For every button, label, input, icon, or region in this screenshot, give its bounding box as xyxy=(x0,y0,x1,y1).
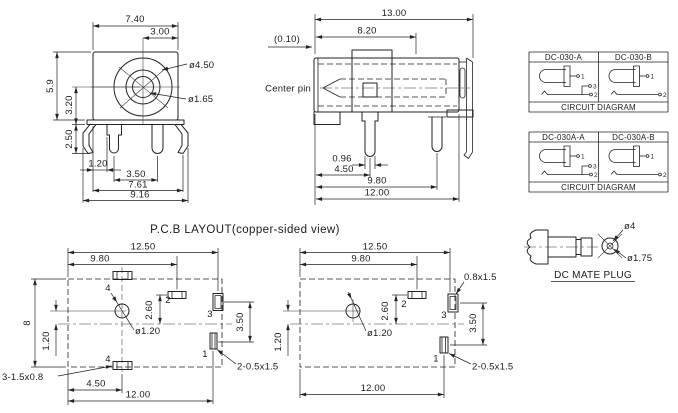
label-barrel-dia: ø4.50 xyxy=(189,60,214,71)
pcbL-hole-dia: ø1.20 xyxy=(135,326,160,337)
pcbL-slot-top-label: 4 xyxy=(105,283,110,294)
dim-side-pin-width: 0.96 xyxy=(332,154,351,165)
dim-side-lip: (0.10) xyxy=(274,34,300,45)
pcbL-dim-pads-y: 3.50 xyxy=(235,312,246,331)
pcbR-dim-pads-y: 3.50 xyxy=(468,313,479,332)
table1-b-pin2: 2 xyxy=(663,92,667,99)
pcbR-pad3-label: 3 xyxy=(441,310,446,321)
table2-caption: CIRCUIT DIAGRAM xyxy=(561,183,636,192)
dim-front-center-height: 3.20 xyxy=(64,95,75,114)
table1-b-pin1: 1 xyxy=(651,74,655,81)
pcbL-dim-hole-y: 1.20 xyxy=(41,331,52,350)
dim-front-center-offset: 3.00 xyxy=(150,27,169,38)
table2-a-pin1: 1 xyxy=(581,154,585,161)
pcb-layout-right: 2 3 1 ø1.20 12.50 9.80 0.8x1.5 2.60 1.20… xyxy=(273,242,513,398)
pcbL-dim-pad2-x: 9.80 xyxy=(90,254,109,265)
table2-col-a: DC-030A-A xyxy=(542,133,585,142)
pcbL-slots-note: 3-1.5x0.8 xyxy=(2,372,43,383)
circuit-table-2: DC-030A-A DC-030A-B CIRCUIT DIAGRAM 1 3 … xyxy=(528,131,669,193)
dim-plug-pin-dia: ø1.75 xyxy=(627,253,652,264)
pcbL-pad1-label: 1 xyxy=(202,349,207,360)
dim-front-inner-span: 7.61 xyxy=(128,180,147,191)
pcbL-pads-note: 2-0.5x1.5 xyxy=(237,362,278,373)
label-pin-dia: ø1.65 xyxy=(188,94,213,105)
table2-a-pin2: 2 xyxy=(594,172,598,179)
table2-b-pin2: 2 xyxy=(663,172,667,179)
label-center-pin: Center pin xyxy=(265,84,311,95)
pcbR-dim-overall: 12.50 xyxy=(363,242,388,253)
table2-b-pin1: 1 xyxy=(651,154,655,161)
dim-front-pin-pitch: 3.50 xyxy=(126,169,145,180)
pcbR-dim-pad2-x: 9.80 xyxy=(351,254,370,265)
dim-front-outer-span: 9.16 xyxy=(130,190,149,201)
pcbL-slot-bottom-label: 4 xyxy=(105,354,110,365)
table1-a-pin2: 2 xyxy=(594,92,598,99)
dim-front-leg-height: 2.50 xyxy=(64,129,75,148)
pcbR-hole-dia: ø1.20 xyxy=(367,328,392,339)
dim-side-pin2: 9.80 xyxy=(367,176,386,187)
dim-side-pin3: 12.00 xyxy=(365,188,390,199)
table1-a-pin1: 1 xyxy=(581,74,585,81)
dim-front-height: 5.9 xyxy=(45,79,56,93)
pcbL-pad3-label: 3 xyxy=(207,309,212,320)
dim-side-pin1: 4.50 xyxy=(334,164,353,175)
pcbL-dim-pad2-y: 2.60 xyxy=(144,300,155,319)
pcbL-dim-pad1-x: 12.00 xyxy=(126,390,151,401)
table1-a-pin3: 3 xyxy=(593,84,597,91)
dim-front-width: 7.40 xyxy=(125,14,144,25)
pcbL-dim-height: 8 xyxy=(22,320,33,325)
table1-caption: CIRCUIT DIAGRAM xyxy=(561,103,636,112)
pcbR-dim-pad1-x: 12.00 xyxy=(361,383,386,394)
pcbR-dim-hole-y: 1.20 xyxy=(273,332,284,351)
pcbL-dim-overall: 12.50 xyxy=(131,242,156,253)
circuit-table-1: DC-030-A DC-030-B CIRCUIT DIAGRAM 1 3 2 … xyxy=(528,51,669,113)
table2-a-pin3: 3 xyxy=(593,164,597,171)
pcbR-pads-note: 2-0.5x1.5 xyxy=(472,362,513,373)
pcbR-dim-pad2-y: 2.60 xyxy=(380,301,391,320)
pcb-layout-title: P.C.B LAYOUT(copper-sided view) xyxy=(150,224,340,236)
dim-side-body: 8.20 xyxy=(357,26,376,37)
dim-side-length: 13.00 xyxy=(382,8,407,19)
table2-col-b: DC-030A-B xyxy=(612,133,655,142)
pcbR-pad2-label: 2 xyxy=(401,299,406,310)
pcbL-pad2-label: 2 xyxy=(165,295,170,306)
mate-plug-view: ø4 ø1.75 DC MATE PLUG xyxy=(524,221,652,282)
pcb-layout-left: 4 4 2 3 1 ø1.20 12.50 9.80 8 1.20 2.60 3… xyxy=(2,242,278,405)
table1-col-b: DC-030-B xyxy=(615,53,652,62)
dim-front-pin-edge: 1.20 xyxy=(88,159,107,170)
pcbR-pad1-label: 1 xyxy=(433,354,438,365)
side-view: 13.00 8.20 (0.10) Center pin 0.96 4.50 9… xyxy=(265,8,474,205)
front-view: 7.40 3.00 ø4.50 ø1.65 5.9 3.20 2.50 1.20… xyxy=(45,14,214,203)
pcbL-dim-hole-x: 4.50 xyxy=(86,379,105,390)
pcbR-slot-note: 0.8x1.5 xyxy=(464,272,497,283)
dim-plug-body-dia: ø4 xyxy=(624,221,636,232)
table1-col-a: DC-030-A xyxy=(545,53,583,62)
mate-plug-label: DC MATE PLUG xyxy=(554,270,632,281)
